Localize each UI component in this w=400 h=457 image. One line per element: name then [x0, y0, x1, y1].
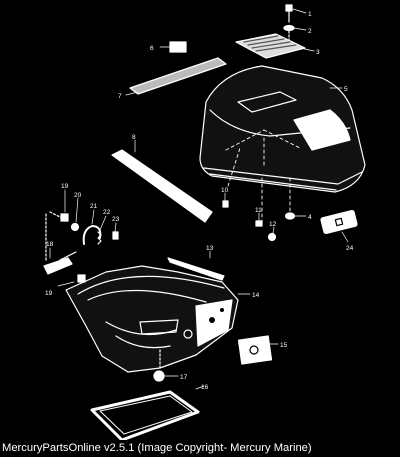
callout-18: 18: [46, 241, 54, 248]
callout-12: 12: [269, 221, 277, 228]
part-hook: [82, 225, 102, 245]
part-top-cowl: [199, 65, 366, 193]
callout-11: 11: [255, 207, 262, 214]
callout-8: 8: [132, 134, 136, 141]
callout-13: 13: [206, 245, 214, 252]
callout-14: 14: [252, 292, 260, 299]
part-side-decal: [111, 149, 213, 223]
callout-3: 3: [316, 49, 320, 56]
callout-7: 7: [118, 93, 122, 100]
callout-4: 4: [308, 214, 312, 221]
callout-2: 2: [308, 28, 312, 35]
part-screw: [285, 4, 293, 23]
callout-17: 17: [180, 374, 188, 381]
part-washer: [283, 24, 295, 32]
callout-1: 1: [308, 11, 312, 18]
part-name-plate: [320, 209, 358, 235]
part-screw-23: [112, 231, 119, 240]
part-screw-11: [255, 220, 263, 227]
part-bushing: [70, 222, 80, 232]
callout-21: 21: [90, 203, 98, 210]
callout-22: 22: [103, 209, 111, 216]
part-spring: [97, 231, 102, 245]
part-grommet: [284, 212, 296, 220]
exploded-parts-diagram: 1 2 3 4 5 6 7 8 10 11 12 13 14 15 16 17 …: [43, 4, 366, 440]
image-caption: MercuryPartsOnline v2.5.1 (Image Copyrig…: [2, 442, 312, 454]
part-decal-strip: [129, 57, 227, 95]
part-bottom-cowl: [65, 265, 239, 373]
callout-20: 20: [74, 192, 82, 199]
callout-15: 15: [280, 342, 288, 349]
part-seal-gasket: [90, 390, 200, 440]
part-vent-plate: [235, 33, 306, 59]
callout-6: 6: [150, 45, 154, 52]
part-clip-lower: [77, 274, 86, 283]
callout-19-lower: 19: [45, 290, 53, 297]
part-plug: [153, 370, 165, 382]
part-small-decal: [169, 41, 187, 53]
callout-5: 5: [344, 86, 348, 93]
callout-23: 23: [112, 216, 120, 223]
callout-16: 16: [201, 384, 209, 391]
callout-19-upper: 19: [61, 183, 69, 190]
part-fastener-10: [222, 200, 229, 208]
callout-10: 10: [221, 187, 229, 194]
part-latch-lever: [43, 251, 77, 275]
callout-24: 24: [346, 245, 354, 252]
part-decal-15: [237, 335, 273, 365]
part-screw-12: [267, 232, 277, 242]
part-seal-strip: [167, 257, 225, 281]
